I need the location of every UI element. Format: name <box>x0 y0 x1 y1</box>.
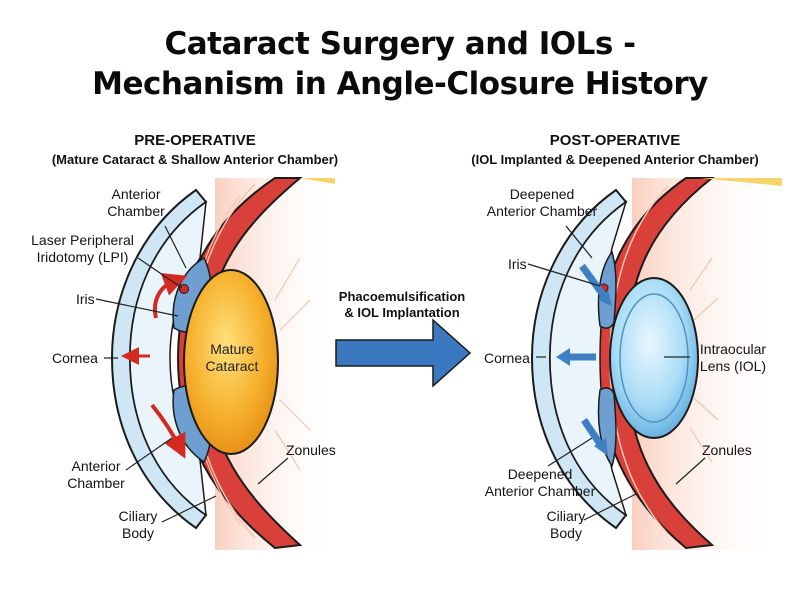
label-text: Laser Peripheral <box>31 232 134 248</box>
label-text: Mature <box>210 341 254 357</box>
post-iris-lower <box>597 387 617 468</box>
label-ciliary-body: Ciliary Body <box>108 508 168 542</box>
post-iol <box>609 277 699 439</box>
label-cornea: Cornea <box>52 350 98 366</box>
procedure-arrow <box>335 318 472 388</box>
label-text: Iridotomy (LPI) <box>36 249 129 265</box>
label-anterior-chamber-top: Anterior Chamber <box>96 186 176 220</box>
label-post-cornea: Cornea <box>484 350 530 366</box>
procedure-label-line: Phacoemulsification <box>338 289 466 304</box>
pre-zonules <box>274 257 311 471</box>
label-text: Cataract <box>205 358 259 374</box>
title-line-1: Cataract Surgery and IOLs - <box>164 26 636 62</box>
label-text: Body <box>122 525 154 541</box>
label-text: Lens (IOL) <box>699 358 767 374</box>
label-text: Anterior <box>71 458 121 474</box>
label-text: Ciliary <box>118 508 158 524</box>
label-text: Chamber <box>107 203 165 219</box>
post-op-subheading: (IOL Implanted & Deepened Anterior Chamb… <box>471 152 759 167</box>
leader-zonules <box>257 457 289 485</box>
leader-deepened-bottom <box>547 437 593 467</box>
label-text: Anterior <box>111 186 161 202</box>
procedure-label: Phacoemulsification & IOL Implantation <box>322 289 482 321</box>
procedure-label-line: & IOL Implantation <box>344 305 460 320</box>
label-mature-cataract: Mature Cataract <box>196 341 268 375</box>
label-iris: Iris <box>76 291 95 307</box>
label-zonules: Zonules <box>286 442 336 458</box>
leader-anterior-chamber-bottom <box>125 437 173 471</box>
label-iol: Intraocular Lens (IOL) <box>690 341 776 375</box>
post-leader-lines <box>527 225 706 521</box>
post-op-eye <box>530 177 782 550</box>
post-flow-arrow-upper-head <box>598 290 612 306</box>
pre-leader-lines <box>95 225 289 523</box>
label-post-zonules: Zonules <box>702 442 752 458</box>
pre-lpi-mark <box>179 284 189 294</box>
leader-post-zonules <box>675 457 706 485</box>
label-text: Deepened <box>507 466 573 482</box>
post-flow-arrow-center-head <box>556 348 570 366</box>
leader-ciliary <box>161 495 217 523</box>
label-text: Ciliary <box>546 508 586 524</box>
leader-iris <box>95 298 179 317</box>
label-text: Anterior Chamber <box>486 203 598 219</box>
leader-lpi <box>137 257 183 289</box>
label-text: Anterior Chamber <box>484 483 596 499</box>
post-iol-optic <box>619 293 689 423</box>
label-post-iris: Iris <box>508 256 527 272</box>
leader-post-ciliary <box>583 493 637 521</box>
label-post-ciliary-body: Ciliary Body <box>536 508 596 542</box>
label-deepened-top: Deepened Anterior Chamber <box>472 186 612 220</box>
post-flow-arrow-lower <box>581 418 603 446</box>
post-zonules <box>689 257 719 463</box>
post-flow-arrow-upper <box>579 263 607 299</box>
post-fat-top <box>700 178 782 186</box>
title-line-2: Mechanism in Angle-Closure History <box>92 66 708 102</box>
label-deepened-bottom: Deepened Anterior Chamber <box>470 466 610 500</box>
pre-op-subheading: (Mature Cataract & Shallow Anterior Cham… <box>51 152 339 167</box>
label-text: Body <box>550 525 582 541</box>
pre-flow-arrow-lower <box>150 403 186 459</box>
pre-fat-top <box>300 178 335 184</box>
label-lpi: Laser Peripheral Iridotomy (LPI) <box>20 232 145 266</box>
pre-op-heading: PRE-OPERATIVE <box>134 132 256 149</box>
label-text: Chamber <box>67 475 125 491</box>
leader-post-iris <box>527 263 601 287</box>
leader-deepened-top <box>565 225 593 259</box>
pre-mature-cataract <box>183 269 279 455</box>
post-op-heading: POST-OPERATIVE <box>549 132 681 149</box>
label-anterior-chamber-bottom: Anterior Chamber <box>56 458 136 492</box>
label-text: Intraocular <box>699 341 767 357</box>
post-flow-arrow-lower-head <box>594 438 608 456</box>
leader-anterior-chamber-top <box>164 225 187 269</box>
label-text: Deepened <box>509 186 575 202</box>
pre-op-eye <box>110 177 335 550</box>
